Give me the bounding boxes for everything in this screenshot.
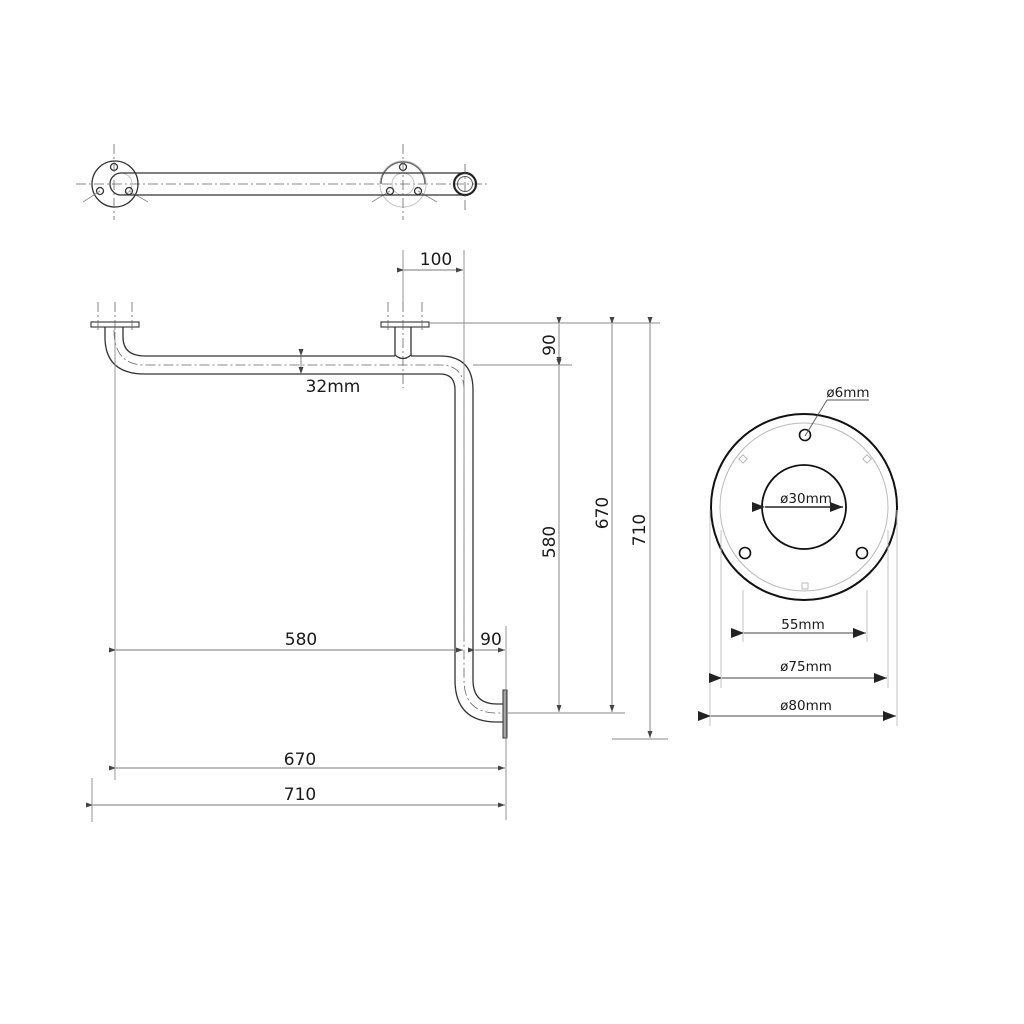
top-view: [76, 144, 488, 220]
right-wall-flange: [380, 321, 430, 328]
right-flange-top: [371, 144, 438, 220]
front-view: 32mm 100 90 580 670 710 580 90: [86, 250, 668, 822]
lower-wall-flange: [502, 689, 508, 739]
vertical-mid-label: 670: [593, 497, 613, 529]
tube-end-section: [452, 164, 478, 212]
vertical-inner-label: 580: [540, 526, 560, 558]
drop-label: 90: [540, 334, 560, 356]
horizontal-overall-label: 710: [284, 785, 316, 805]
inner-diameter-label: ø75mm: [780, 659, 832, 675]
outer-diameter-label: ø80mm: [780, 698, 832, 714]
mounting-hole-top: [798, 428, 812, 442]
horizontal-inner-label: 580: [285, 630, 317, 650]
hole-spacing-label: 55mm: [781, 617, 824, 633]
horizontal-mid-label: 670: [284, 750, 316, 770]
flange-detail: ø6mm ø30mm 55mm ø75mm ø80mm: [698, 385, 898, 726]
left-flange-top: [82, 144, 149, 220]
hole-diameter-label: ø6mm: [826, 385, 869, 401]
vertical-overall-label: 710: [630, 514, 650, 546]
mounting-hole-right: [855, 546, 869, 560]
lower-offset-label: 90: [480, 630, 502, 650]
mounting-hole-left: [738, 546, 752, 560]
tube-diameter-label: 32mm: [306, 377, 361, 397]
top-offset-label: 100: [420, 250, 452, 270]
grab-bar-tube: [104, 327, 505, 723]
bore-diameter-label: ø30mm: [780, 491, 832, 507]
